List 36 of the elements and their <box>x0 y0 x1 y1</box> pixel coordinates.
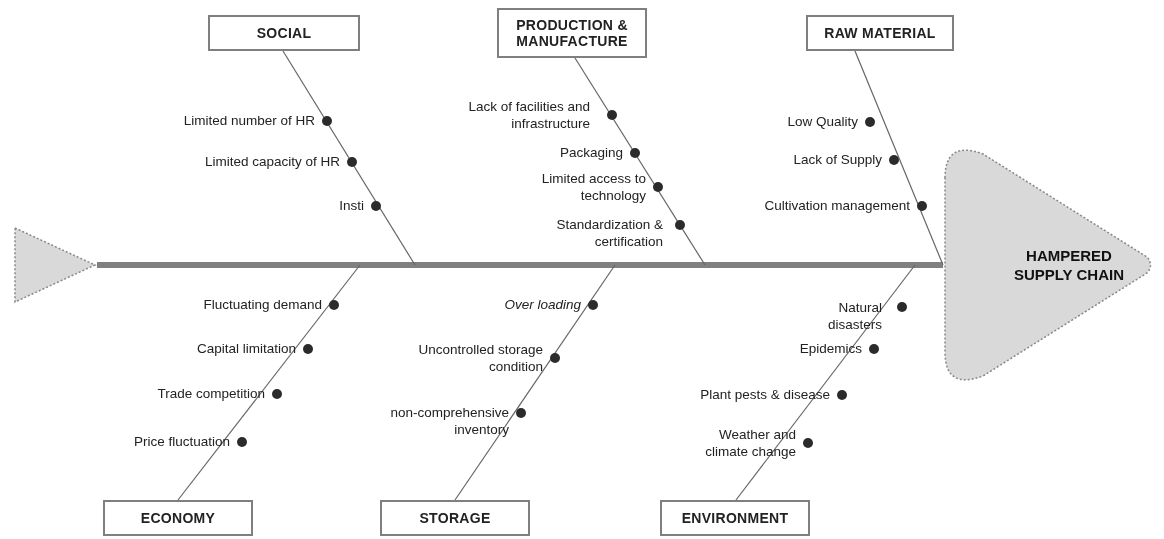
cause-label: Plant pests & disease <box>699 386 830 403</box>
bone-line <box>854 50 944 266</box>
cause-label: Lack of facilities and infrastructure <box>467 98 590 132</box>
cause-label: Fluctuating demand <box>202 296 322 313</box>
cause-label: Uncontrolled storage condition <box>417 341 543 375</box>
effect-title: HAMPERED SUPPLY CHAIN <box>1012 246 1125 284</box>
category-box: SOCIAL <box>208 15 360 51</box>
category-box: ECONOMY <box>103 500 253 536</box>
tail-triangle <box>13 226 97 304</box>
bone-line <box>454 264 616 501</box>
cause-label: Capital limitation <box>195 340 296 357</box>
cause-label: Packaging <box>558 144 623 161</box>
cause-label: Limited capacity of HR <box>203 153 340 170</box>
cause-label: Over loading <box>503 296 581 313</box>
cause-label: Insti <box>338 197 364 214</box>
cause-label: Lack of Supply <box>792 151 882 168</box>
cause-label: Low Quality <box>786 113 858 130</box>
bone-line <box>574 57 706 266</box>
cause-label: Price fluctuation <box>132 433 230 450</box>
cause-label: Cultivation management <box>763 197 910 214</box>
cause-label: Standardization & certification <box>555 216 663 250</box>
cause-label: Natural disasters <box>826 299 882 333</box>
cause-label: Weather and climate change <box>704 426 796 460</box>
cause-label: Trade competition <box>156 385 265 402</box>
category-box: RAW MATERIAL <box>806 15 954 51</box>
bone-line <box>282 50 416 266</box>
cause-label: Epidemics <box>798 340 862 357</box>
bone-line <box>177 264 361 501</box>
spine-line <box>97 262 943 268</box>
cause-label: Limited access to technology <box>540 170 646 204</box>
category-box: ENVIRONMENT <box>660 500 810 536</box>
category-box: PRODUCTION & MANUFACTURE <box>497 8 647 58</box>
cause-label: non-comprehensive inventory <box>389 404 509 438</box>
category-box: STORAGE <box>380 500 530 536</box>
bone-line <box>735 264 916 501</box>
cause-label: Limited number of HR <box>182 112 315 129</box>
